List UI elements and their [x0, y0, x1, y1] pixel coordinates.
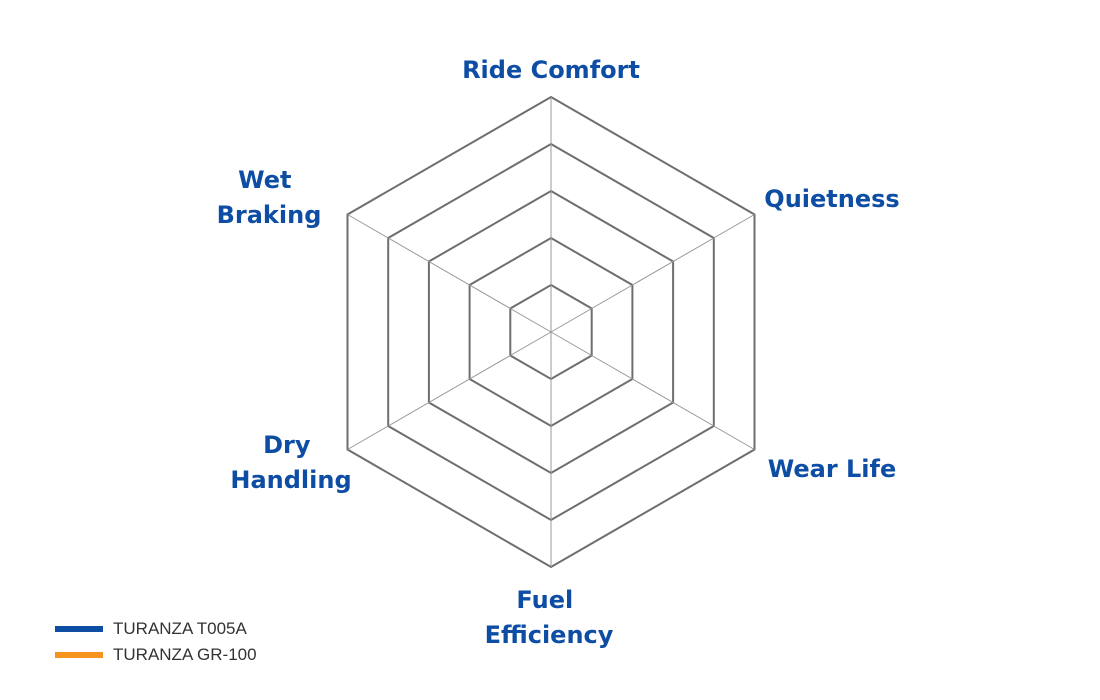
axis-label-line: Wear Life	[768, 455, 897, 483]
axis-label-line: Fuel	[516, 586, 573, 614]
axis-label-line: Quietness	[764, 185, 899, 213]
legend-swatch-series-1	[55, 626, 103, 632]
radar-spokes	[347, 97, 755, 567]
chart-legend: TURANZA T005A TURANZA GR-100	[55, 616, 257, 668]
radar-spoke-5	[347, 331, 552, 450]
axis-label-line: Handling	[230, 466, 351, 494]
radar-spoke-6	[347, 214, 552, 333]
axis-label-line: Dry	[263, 431, 311, 459]
axis-label-fuel-efficiency: Fuel Efficiency	[485, 586, 614, 649]
legend-item-series-1[interactable]: TURANZA T005A	[55, 616, 257, 642]
legend-swatch-series-2	[55, 652, 103, 658]
axis-label-ride-comfort: Ride Comfort	[462, 56, 640, 84]
axis-label-line: Efficiency	[485, 621, 614, 649]
legend-item-series-2[interactable]: TURANZA GR-100	[55, 642, 257, 668]
axis-label-line: Braking	[217, 201, 322, 229]
radar-spoke-3	[550, 331, 755, 450]
axis-label-dry-handling: Dry Handling	[230, 431, 351, 494]
axis-label-quietness: Quietness	[764, 185, 899, 213]
radar-spoke-2	[550, 214, 755, 333]
axis-label-wear-life: Wear Life	[768, 455, 897, 483]
axis-label-line: Ride Comfort	[462, 56, 640, 84]
legend-label-series-2: TURANZA GR-100	[113, 645, 257, 664]
axis-label-line: Wet	[238, 166, 291, 194]
legend-label-series-1: TURANZA T005A	[113, 619, 247, 638]
axis-label-wet-braking: Wet Braking	[217, 166, 322, 229]
